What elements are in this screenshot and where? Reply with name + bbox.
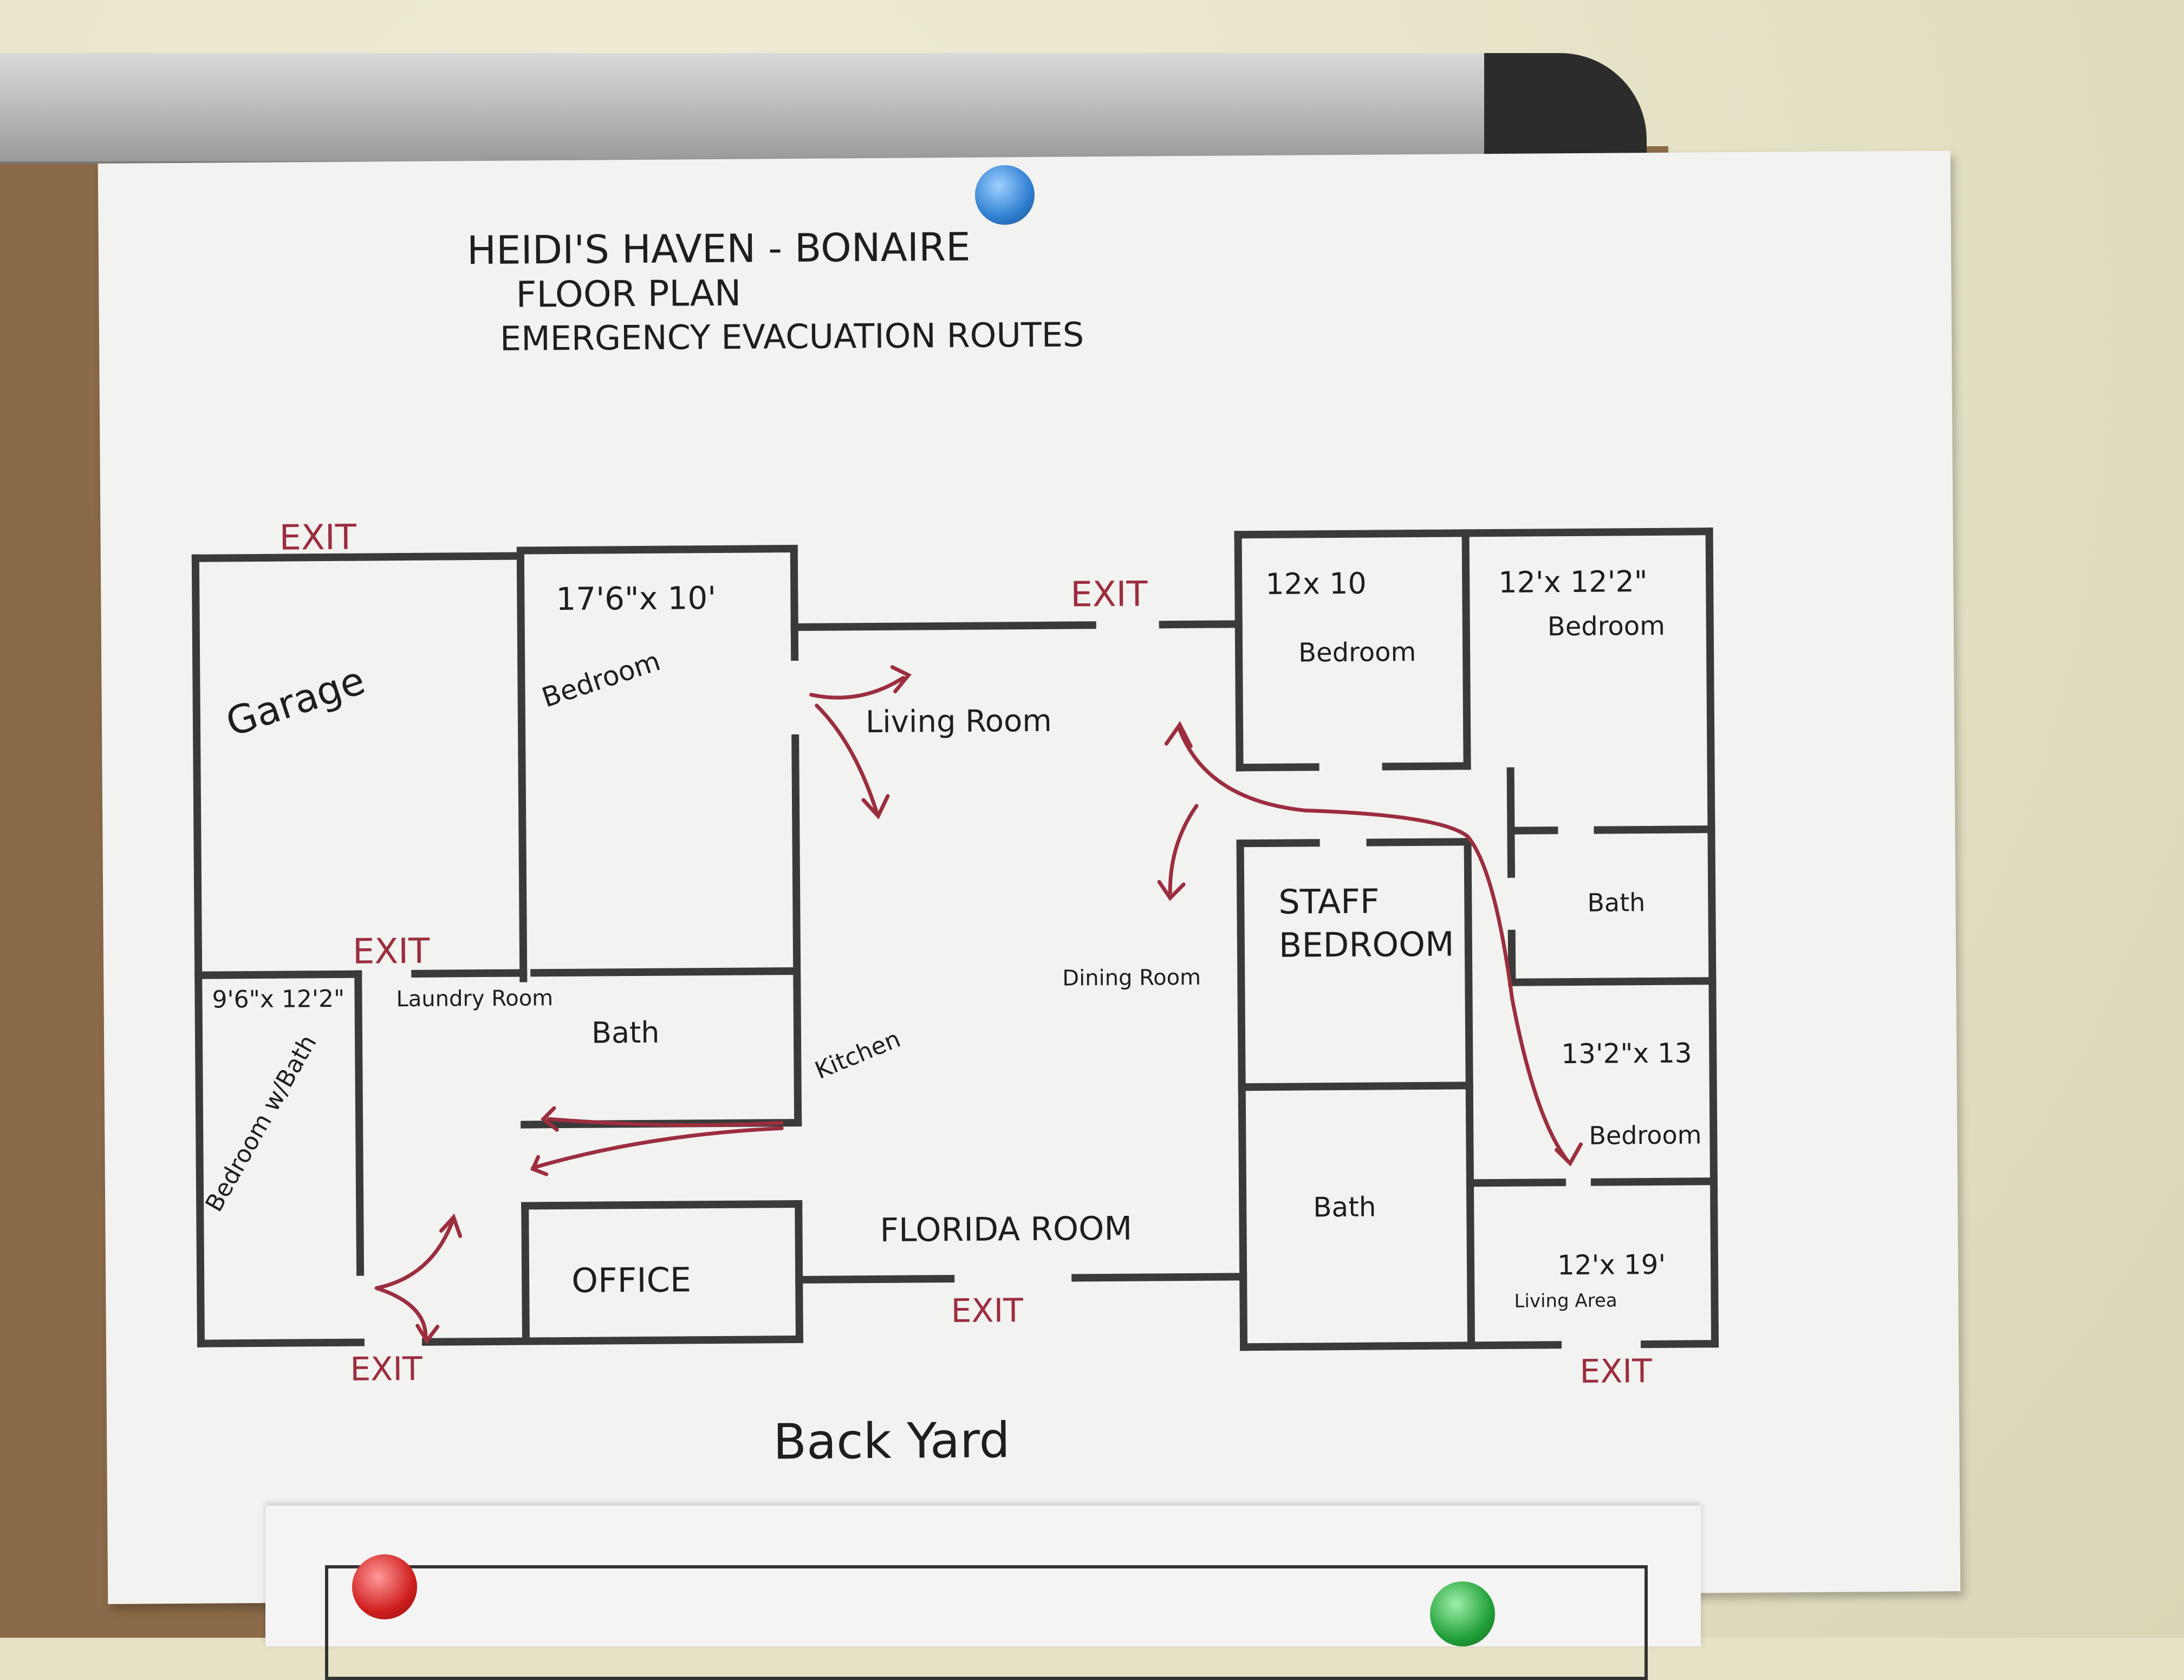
floor-plan-drawing: HEIDI'S HAVEN - BONAIRE FLOOR PLAN EMERG… (191, 224, 1719, 1470)
exit-label-bottom-right: EXIT (1580, 1352, 1652, 1391)
room-bath-e: Bath (1587, 888, 1645, 917)
room-kitchen: Kitchen (811, 1025, 904, 1085)
board-frame-rail (0, 53, 1571, 164)
push-pin-red (352, 1554, 417, 1619)
west-block-walls (191, 544, 1247, 1347)
room-laundry: Laundry Room (396, 986, 553, 1012)
room-living: Living Room (866, 704, 1052, 740)
room-living-area: Living Area (1514, 1290, 1617, 1312)
room-bedroom-bath: Bedroom w/Bath (200, 1030, 322, 1216)
room-staff-bedroom-line2: BEDROOM (1279, 924, 1454, 965)
room-bath-main: Bath (592, 1015, 660, 1050)
route-arrow-dining (1168, 804, 1199, 895)
floor-plan-sheet: HEIDI'S HAVEN - BONAIRE FLOOR PLAN EMERG… (98, 151, 1961, 1604)
title-line-1: HEIDI'S HAVEN - BONAIRE (467, 224, 971, 273)
title-line-3: EMERGENCY EVACUATION ROUTES (500, 315, 1084, 359)
room-bedroom-ne: Bedroom (1548, 611, 1665, 642)
push-pin-green (1430, 1581, 1495, 1646)
room-garage: Garage (220, 657, 370, 745)
route-arrow-living-north (809, 676, 905, 700)
push-pin-blue (975, 165, 1035, 225)
route-south-hall (547, 1117, 784, 1128)
room-bedroom-ne-size: 12'x 12'2" (1498, 564, 1648, 600)
back-yard-label: Back Yard (773, 1412, 1010, 1470)
exit-label-top-middle: EXIT (1070, 574, 1148, 615)
evacuation-routes (374, 665, 1583, 1344)
room-bedroom-nw: Bedroom (1298, 637, 1416, 668)
room-bedroom-main-size: 17'6"x 10' (556, 579, 716, 617)
room-bedroom-bath-size: 9'6"x 12'2" (212, 985, 344, 1014)
east-block-walls (1234, 528, 1719, 1351)
room-bedroom-main: Bedroom (538, 645, 664, 713)
title-line-2: FLOOR PLAN (516, 272, 741, 316)
route-east-corridor (1178, 728, 1570, 1163)
route-arrow-exit (374, 1286, 428, 1339)
room-living-area-size: 12'x 19' (1557, 1249, 1666, 1281)
room-bedroom-nw-size: 12x 10 (1265, 566, 1367, 601)
exit-label-florida: EXIT (951, 1292, 1023, 1330)
room-bedroom-se: Bedroom (1589, 1120, 1701, 1150)
room-bath-staff: Bath (1313, 1191, 1376, 1223)
room-bedroom-se-size: 13'2"x 13 (1561, 1037, 1692, 1070)
room-office: OFFICE (571, 1260, 691, 1300)
route-arrow-laundry (374, 1220, 454, 1290)
route-arrow-living-south (815, 704, 879, 816)
exit-label-laundry: EXIT (353, 932, 431, 972)
exit-label-garage: EXIT (279, 518, 357, 558)
room-staff-bedroom-line1: STAFF (1278, 881, 1380, 921)
room-florida: FLORIDA ROOM (880, 1210, 1132, 1249)
exit-label-bottom-left: EXIT (350, 1350, 422, 1389)
room-dining: Dining Room (1062, 965, 1201, 991)
